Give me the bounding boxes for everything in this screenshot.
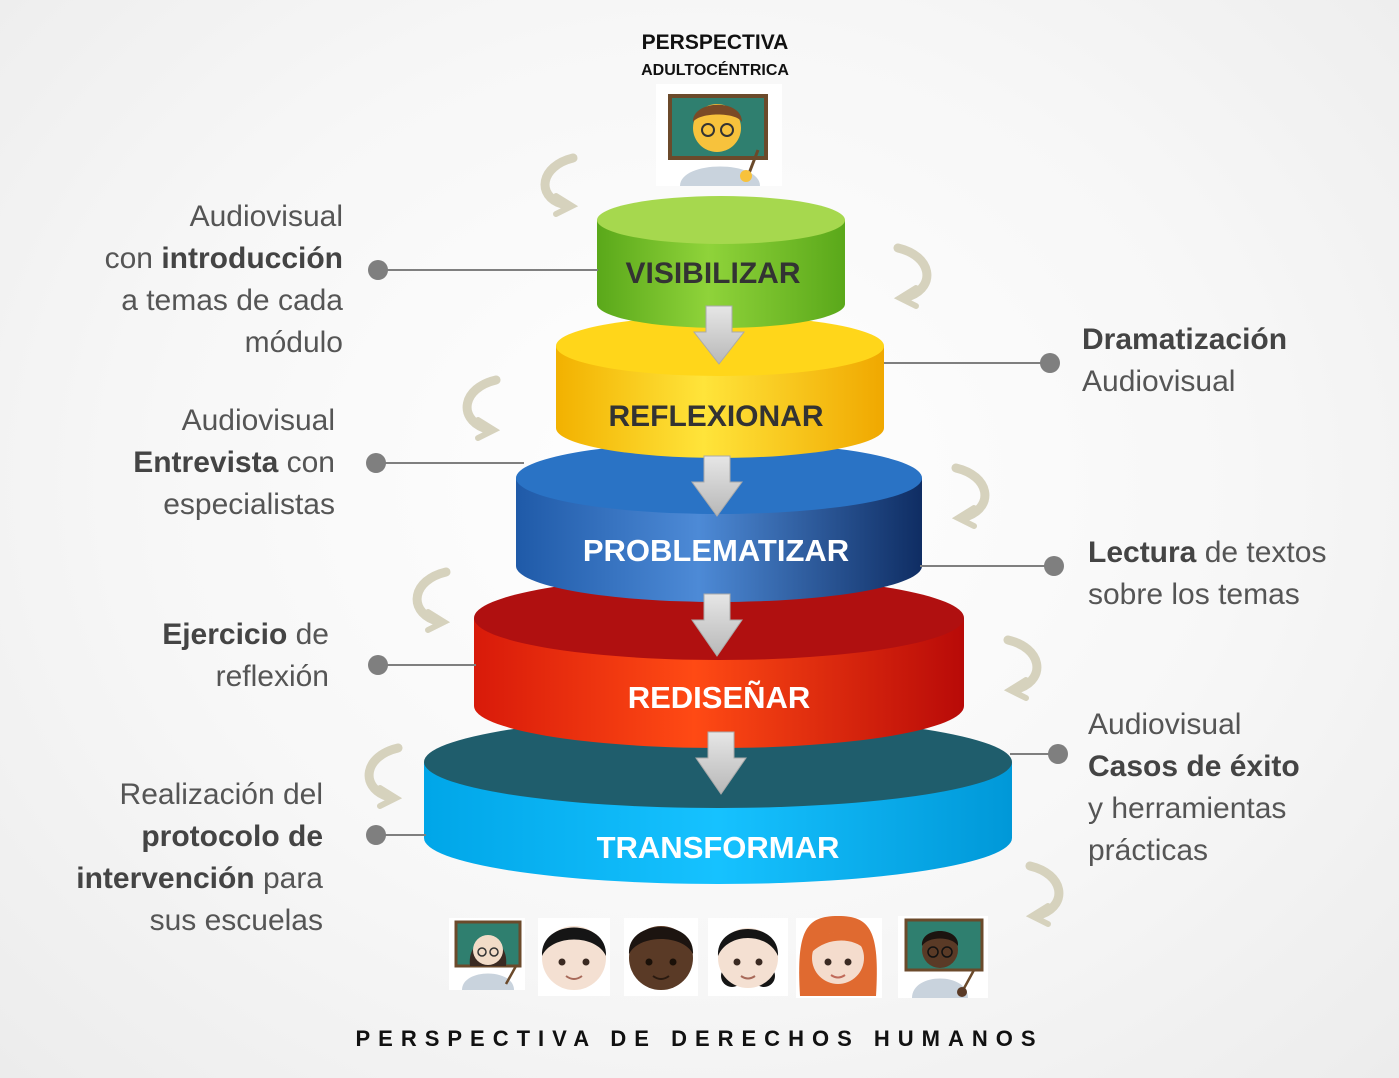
note-bold-text: intervención	[76, 862, 255, 895]
down-arrow-icon	[691, 455, 743, 517]
note-bold-text: Lectura	[1088, 536, 1197, 569]
note-text: de	[287, 618, 329, 651]
note-bold-text: Dramatización	[1082, 323, 1288, 356]
note-line: Audiovisual	[1088, 704, 1300, 746]
child-dark-icon	[624, 918, 698, 996]
connector-right-1	[884, 353, 1060, 373]
note-line: con introducción	[105, 238, 343, 280]
note-line: Dramatización	[1082, 319, 1287, 361]
note-text: reflexión	[215, 660, 329, 693]
note-line: Audiovisual	[105, 196, 343, 238]
curl-arrow-icon	[1025, 861, 1064, 927]
child-light-icon	[538, 918, 610, 996]
note-line: intervención para	[76, 858, 323, 900]
connector-left-4	[366, 825, 426, 845]
curl-arrow-icon	[951, 463, 990, 529]
level-label-visibilizar: VISIBILIZAR	[625, 257, 800, 290]
girl-icon	[708, 918, 788, 996]
note-text: Audiovisual	[181, 404, 335, 437]
note-text: de textos	[1196, 536, 1327, 569]
level-label-transformar: TRANSFORMAR	[597, 830, 840, 865]
note-line: prácticas	[1088, 830, 1300, 872]
level-label-redisenar: REDISEÑAR	[628, 680, 811, 715]
curl-arrow-icon	[412, 567, 451, 633]
connector-right-2	[920, 556, 1064, 576]
teacher-woman-icon	[449, 918, 525, 990]
note-bold-text: protocolo de	[141, 820, 323, 853]
curl-arrow-icon	[893, 243, 932, 309]
note-text: Realización del	[119, 778, 323, 811]
note-line: reflexión	[162, 656, 329, 698]
note-line: a temas de cada	[105, 280, 343, 322]
note-text: para	[254, 862, 323, 895]
note-line: Ejercicio de	[162, 614, 329, 656]
note-line: módulo	[105, 322, 343, 364]
level-label-problematizar: PROBLEMATIZAR	[583, 533, 849, 568]
note-line: Lectura de textos	[1088, 532, 1326, 574]
woman-red-hair-icon	[796, 916, 882, 998]
note-left-visibilizar: Audiovisual con introducción a temas de ca…	[105, 196, 343, 364]
note-line: Audiovisual	[133, 400, 335, 442]
down-arrow-icon	[695, 731, 747, 795]
note-text: a temas de cada	[121, 284, 343, 317]
note-line: especialistas	[133, 484, 335, 526]
note-line: sobre los temas	[1088, 574, 1326, 616]
level-visibilizar: VISIBILIZAR	[597, 196, 845, 328]
note-left-transformar: Realización del protocolo de intervención …	[76, 774, 323, 942]
note-text: sobre los temas	[1088, 578, 1300, 611]
note-bold-text: Entrevista	[133, 446, 279, 479]
down-arrow-icon	[691, 593, 743, 657]
level-reflexionar: REFLEXIONAR	[556, 316, 884, 458]
note-line: Audiovisual	[1082, 361, 1287, 403]
note-line: y herramientas	[1088, 788, 1300, 830]
note-bold-text: Ejercicio	[162, 618, 288, 651]
curl-arrow-icon	[364, 743, 403, 809]
level-label-reflexionar: REFLEXIONAR	[608, 400, 823, 433]
down-arrow-icon	[692, 305, 746, 365]
note-text: módulo	[244, 326, 343, 359]
note-text: prácticas	[1088, 834, 1209, 867]
teacher-man-dark-icon	[898, 916, 988, 998]
note-text: especialistas	[163, 488, 335, 521]
connector-left-3	[368, 655, 476, 675]
connector-right-3	[1010, 744, 1068, 764]
note-line: Realización del	[76, 774, 323, 816]
note-line: Casos de éxito	[1088, 746, 1300, 788]
top-subtitle: ADULTOCÉNTRICA	[641, 62, 789, 79]
footer-title: PERSPECTIVA DE DERECHOS HUMANOS	[355, 1026, 1044, 1051]
note-text: Audiovisual	[189, 200, 343, 233]
connector-left-1	[368, 260, 598, 280]
note-text: sus escuelas	[149, 904, 323, 937]
note-bold-text: introducción	[161, 242, 343, 275]
curl-arrow-icon	[462, 375, 501, 441]
curl-arrow-icon	[1003, 635, 1042, 701]
note-text: Audiovisual	[1082, 365, 1236, 398]
note-text: con	[104, 242, 162, 275]
teacher-man-icon	[656, 84, 782, 186]
note-line: Entrevista con	[133, 442, 335, 484]
note-line: sus escuelas	[76, 900, 323, 942]
curl-arrow-icon	[540, 153, 579, 217]
note-text: con	[278, 446, 335, 479]
note-line: protocolo de	[76, 816, 323, 858]
note-left-redisenar: Ejercicio de reflexión	[162, 614, 329, 698]
level-redisenar: REDISEÑAR	[474, 576, 964, 748]
top-title: PERSPECTIVA	[641, 31, 789, 54]
note-text: Audiovisual	[1088, 708, 1242, 741]
connector-left-2	[366, 453, 524, 473]
note-right-problematizar: Lectura de textos sobre los temas	[1088, 532, 1326, 616]
note-text: y herramientas	[1088, 792, 1287, 825]
note-bold-text: Casos de éxito	[1088, 750, 1300, 783]
